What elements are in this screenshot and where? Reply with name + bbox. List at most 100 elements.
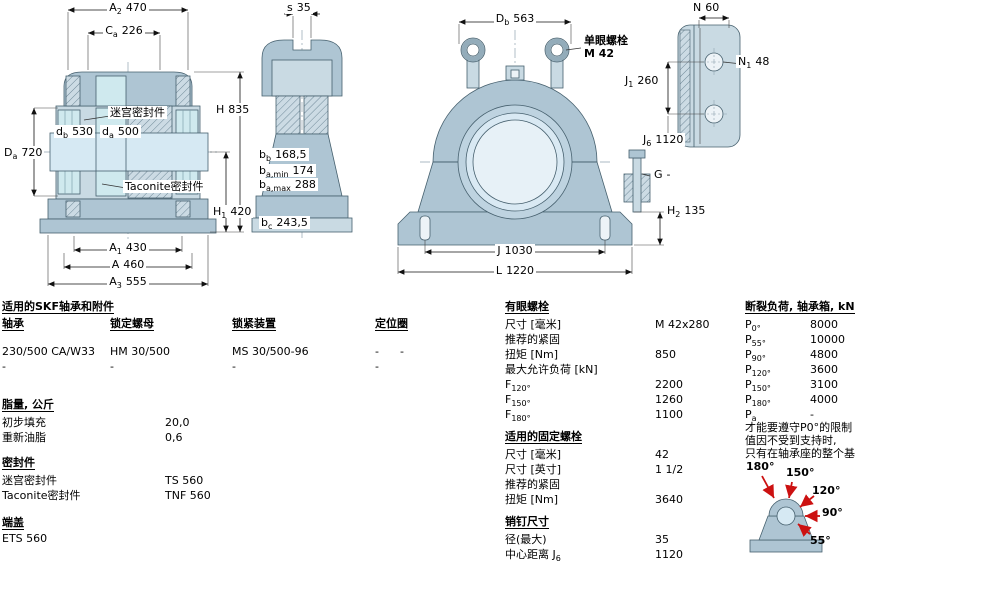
drawing-cross-section: [251, 11, 353, 240]
row-value: 3640: [655, 493, 683, 506]
row-label: P55°: [745, 333, 766, 349]
col-header-locking-device: 锁紧装置: [232, 317, 276, 331]
row-label: P120°: [745, 363, 771, 379]
end-cover-value: ETS 560: [2, 532, 48, 545]
row-value: 4000: [810, 393, 838, 406]
section-title: 适用的固定螺栓: [505, 430, 582, 444]
drawing-top-view: [665, 15, 743, 148]
row-label: 最大允许负荷 [kN]: [505, 363, 598, 376]
row-label: P150°: [745, 378, 771, 394]
cell-bearing: -: [2, 360, 6, 373]
cell-locking-device: -: [232, 360, 236, 373]
row-label: Taconite密封件: [2, 489, 81, 502]
pins-section: 销钉尺寸 径(最大) 35 中心距离 J6 1120: [505, 515, 735, 570]
drawing-front-view: [397, 19, 664, 275]
section-title: 有眼螺栓: [505, 300, 549, 314]
angle-label-90: 90°: [822, 506, 843, 519]
cell-locating-ring: -: [375, 345, 379, 358]
row-label: 迷宫密封件: [2, 474, 57, 487]
dim-g: G-: [652, 168, 673, 181]
label-labyrinth-seal: 迷宫密封件: [108, 106, 167, 119]
angle-label-120: 120°: [812, 484, 840, 497]
angle-label-55: 55°: [810, 534, 831, 547]
row-label: 尺寸 [毫米]: [505, 318, 562, 331]
row-value: 4800: [810, 348, 838, 361]
row-value: 850: [655, 348, 676, 361]
seals-section: 密封件 迷宫密封件 TS 560 Taconite密封件 TNF 560 端盖 …: [2, 456, 242, 551]
section-title: 销钉尺寸: [505, 515, 549, 529]
section-title: 密封件: [2, 456, 35, 470]
row-label: 中心距离 J6: [505, 548, 561, 564]
cell-locknut: HM 30/500: [110, 345, 170, 358]
eye-bolts-section: 有眼螺栓 尺寸 [毫米] M 42x280 推荐的紧固 扭矩 [Nm] 850 …: [505, 300, 735, 425]
row-value: -: [810, 408, 814, 421]
row-label: P90°: [745, 348, 766, 364]
row-label: 扭矩 [Nm]: [505, 493, 559, 506]
row-value: 8000: [810, 318, 838, 331]
cell-locking-device: MS 30/500-96: [232, 345, 309, 358]
row-label: 尺寸 [英寸]: [505, 463, 562, 476]
row-value: 2200: [655, 378, 683, 391]
row-value: 1260: [655, 393, 683, 406]
row-label: 径(最大): [505, 533, 547, 546]
cell-locating-ring-2: -: [400, 345, 404, 358]
section-title: 断裂负荷, 轴承箱, kN: [745, 300, 855, 314]
row-label: P180°: [745, 393, 771, 409]
col-header-bearing: 轴承: [2, 317, 24, 331]
row-label: Pa: [745, 408, 757, 424]
grease-section: 脂量, 公斤 初步填充 20,0 重新油脂 0,6: [2, 398, 242, 448]
row-label: F180°: [505, 408, 531, 424]
row-value: TS 560: [165, 474, 204, 487]
angle-label-150: 150°: [786, 466, 814, 479]
label-taconite-seal: Taconite密封件: [123, 180, 206, 193]
row-value: 1100: [655, 408, 683, 421]
bearings-accessories-section: 适用的SKF轴承和附件 轴承 锁定螺母 锁紧装置 定位圈 230/500 CA/…: [2, 300, 472, 380]
row-value: M 42x280: [655, 318, 710, 331]
cell-bearing: 230/500 CA/W33: [2, 345, 95, 358]
row-label: F150°: [505, 393, 531, 409]
row-value: 35: [655, 533, 669, 546]
angle-label-180: 180°: [746, 460, 774, 473]
drawing-shaft-section: [31, 7, 244, 287]
cell-locknut: -: [110, 360, 114, 373]
row-value: TNF 560: [165, 489, 211, 502]
row-label: 推荐的紧固: [505, 333, 560, 346]
row-label: P0°: [745, 318, 761, 334]
row-value: 1 1/2: [655, 463, 684, 476]
col-header-locating-ring: 定位圈: [375, 317, 408, 331]
section-title: 脂量, 公斤: [2, 398, 55, 412]
row-value: 1120: [655, 548, 683, 561]
row-label: 扭矩 [Nm]: [505, 348, 559, 361]
row-value: 3100: [810, 378, 838, 391]
row-value: 10000: [810, 333, 845, 346]
breaking-load-section: 断裂负荷, 轴承箱, kN P0° 8000 P55° 10000 P90° 4…: [745, 300, 855, 460]
attachment-bolts-section: 适用的固定螺栓 尺寸 [毫米] 42 尺寸 [英寸] 1 1/2 推荐的紧固 扭…: [505, 430, 735, 510]
row-label: F120°: [505, 378, 531, 394]
row-value: 0,6: [165, 431, 183, 444]
cell-locating-ring: -: [375, 360, 379, 373]
end-cover-title: 端盖: [2, 516, 24, 530]
